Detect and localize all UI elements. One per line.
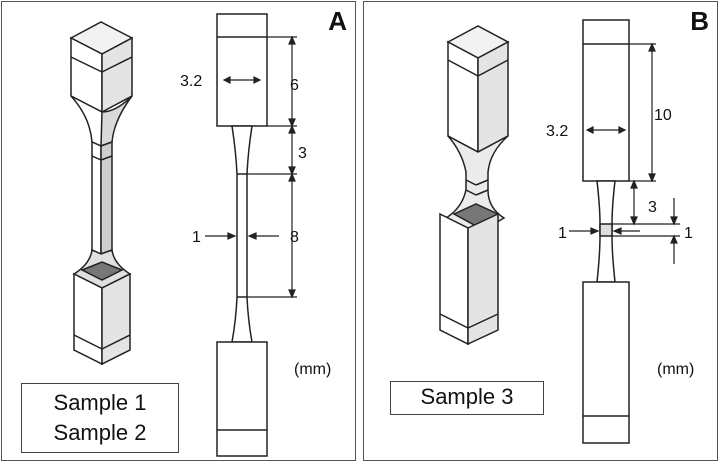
- dim-b-gauge-length: 1: [684, 225, 693, 242]
- unit-b: (mm): [657, 361, 694, 378]
- dimensions-a: [205, 35, 297, 299]
- dim-a-width: 3.2: [180, 73, 202, 90]
- dim-b-width: 3.2: [546, 123, 568, 140]
- panel-a: 3.2 6 3 8 1 (mm) A Sample 1 Sample 2: [1, 1, 356, 461]
- panel-a-letter: A: [328, 6, 347, 36]
- sample-label-box-b: Sample 3: [390, 381, 544, 415]
- panel-b: 3.2 10 3 1 1 (mm) B Sample 3: [363, 1, 718, 461]
- unit-a: (mm): [294, 361, 331, 378]
- dim-b-gauge-width: 1: [558, 225, 567, 242]
- specimen-a-3d: [69, 21, 134, 366]
- panel-a-drawing: 3.2 6 3 8 1 (mm): [69, 13, 331, 457]
- dim-a-grip-length: 6: [290, 77, 299, 94]
- dim-a-gauge-width: 1: [192, 229, 201, 246]
- sample-1-label: Sample 1: [53, 390, 147, 415]
- specimen-b-outline: [582, 19, 630, 444]
- sample-2-label: Sample 2: [53, 420, 147, 445]
- panel-b-letter: B: [690, 6, 709, 36]
- sample-label-box-a: Sample 1 Sample 2: [21, 383, 179, 453]
- sample-3-label: Sample 3: [420, 384, 514, 409]
- dim-b-fillet: 3: [648, 199, 657, 216]
- dim-b-grip-length: 10: [654, 107, 672, 124]
- dimensions-b: [569, 42, 680, 264]
- panel-b-drawing: 3.2 10 3 1 1 (mm): [439, 19, 694, 444]
- dim-a-gauge-length: 8: [290, 229, 299, 246]
- dim-a-fillet: 3: [298, 145, 307, 162]
- specimen-a-outline: [216, 13, 268, 457]
- specimen-b-3d: [439, 25, 510, 346]
